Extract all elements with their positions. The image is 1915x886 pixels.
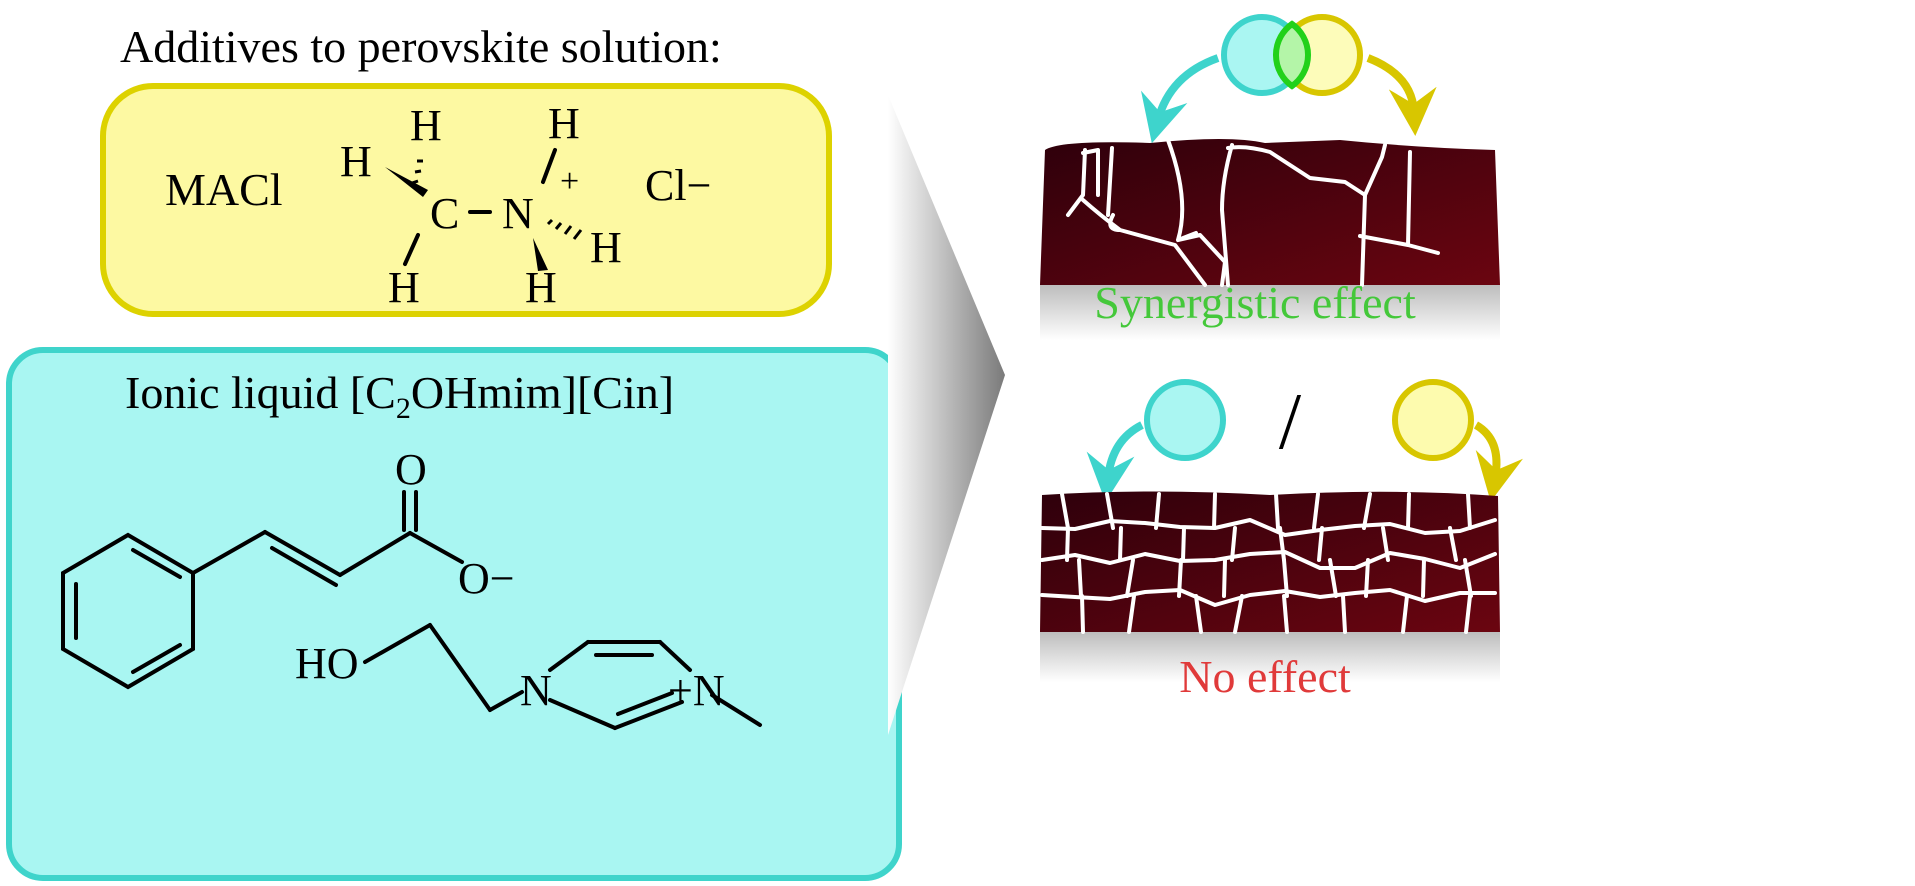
grain-boundary [1312,492,1320,530]
grain-boundary [1364,558,1370,598]
grain-boundary [1127,594,1136,634]
atom-n: N [520,666,552,715]
macl-additive-box: MACl H H C N + H H H H Cl− [100,83,832,317]
grain-boundary [1278,526,1286,562]
macl-label: MACl [165,164,283,215]
atom-n-plus: +N [668,666,725,715]
grain-boundary [1181,526,1186,562]
atom-o-minus: O− [458,554,515,603]
grain-boundary [1282,594,1289,634]
grain-boundary [1464,594,1472,634]
transition-arrow-wedge [888,95,1005,735]
arrow-down-right-icon [1473,421,1523,502]
atom-h: H [388,263,420,312]
atom-h: H [340,137,372,186]
overlap-region-icon [1273,20,1311,90]
grain-boundary [1105,492,1115,530]
diagram-title: Additives to perovskite solution: [120,21,722,72]
atom-h: H [410,101,442,150]
methylammonium-structure: H H C N + H H H H Cl− [340,99,711,312]
ionic-liquid-circle-icon [1144,379,1226,461]
ionic-liquid-box-background [6,347,902,881]
grain-boundary [1040,550,1497,570]
grain-boundary [1080,594,1085,634]
arrow-down-right-icon [1366,54,1437,136]
chloride-ion: Cl− [645,161,711,210]
grain-boundary [1448,526,1458,562]
atom-h: H [548,99,580,148]
grain-boundary [1317,526,1324,562]
grain-boundary [1233,594,1244,634]
large-grain-film [1040,139,1500,285]
grain-boundaries [1040,492,1497,634]
grain-boundary [1077,558,1083,598]
grain-boundary [1118,526,1123,562]
grain-boundary [1401,594,1409,634]
grain-boundary [1230,526,1237,562]
atom-h: H [525,263,557,312]
ionic-liquid-additive-box: Ionic liquid [C2OHmim][Cin] O O− HO N +N [6,347,902,881]
grain-boundary [1328,558,1338,598]
atom-n: N [502,189,534,238]
atom-h: H [590,223,622,272]
hydroxyl-group: HO [295,639,359,688]
substrate [1040,632,1500,682]
grain-boundary [1040,588,1497,607]
grain-boundary [1362,492,1372,530]
grain-boundary [1463,558,1473,598]
grain-boundary [1177,558,1183,598]
grain-boundary [1406,492,1411,530]
atom-o: O [395,445,427,494]
no-effect-label: No effect [1179,651,1351,702]
grain-boundary [1421,558,1426,598]
arrow-down-left-icon [1141,54,1220,144]
ionic-liquid-label: Ionic liquid [C2OHmim][Cin] [125,367,674,425]
arrow-down-left-icon [1086,421,1144,502]
grain-boundary [1125,558,1135,598]
separator-slash: / [1279,378,1302,466]
macl-box-background [100,83,832,317]
atom-c: C [430,189,459,238]
grain-boundary [1466,492,1472,530]
charge-plus: + [560,163,579,200]
substrate [1040,285,1500,340]
grain-boundary [1274,492,1280,530]
grain-boundary [1154,492,1161,530]
grain-boundary [1341,594,1347,634]
grain-boundary [1222,558,1227,598]
grain-boundary [1060,492,1070,530]
grain-boundary [1040,518,1497,537]
macl-circle-icon [1392,379,1474,461]
grain-boundary [1065,526,1070,562]
no-effect-panel: / [1040,378,1523,682]
grain-boundary [1212,492,1217,530]
cinnamate-imidazolium-structure: O O− HO N +N [61,445,762,730]
synergistic-panel [1040,14,1500,340]
grain-boundary [1381,526,1390,562]
grain-boundary [1194,594,1203,634]
synergistic-effect-label: Synergistic effect [1094,277,1416,328]
grain-boundary [1282,558,1289,598]
